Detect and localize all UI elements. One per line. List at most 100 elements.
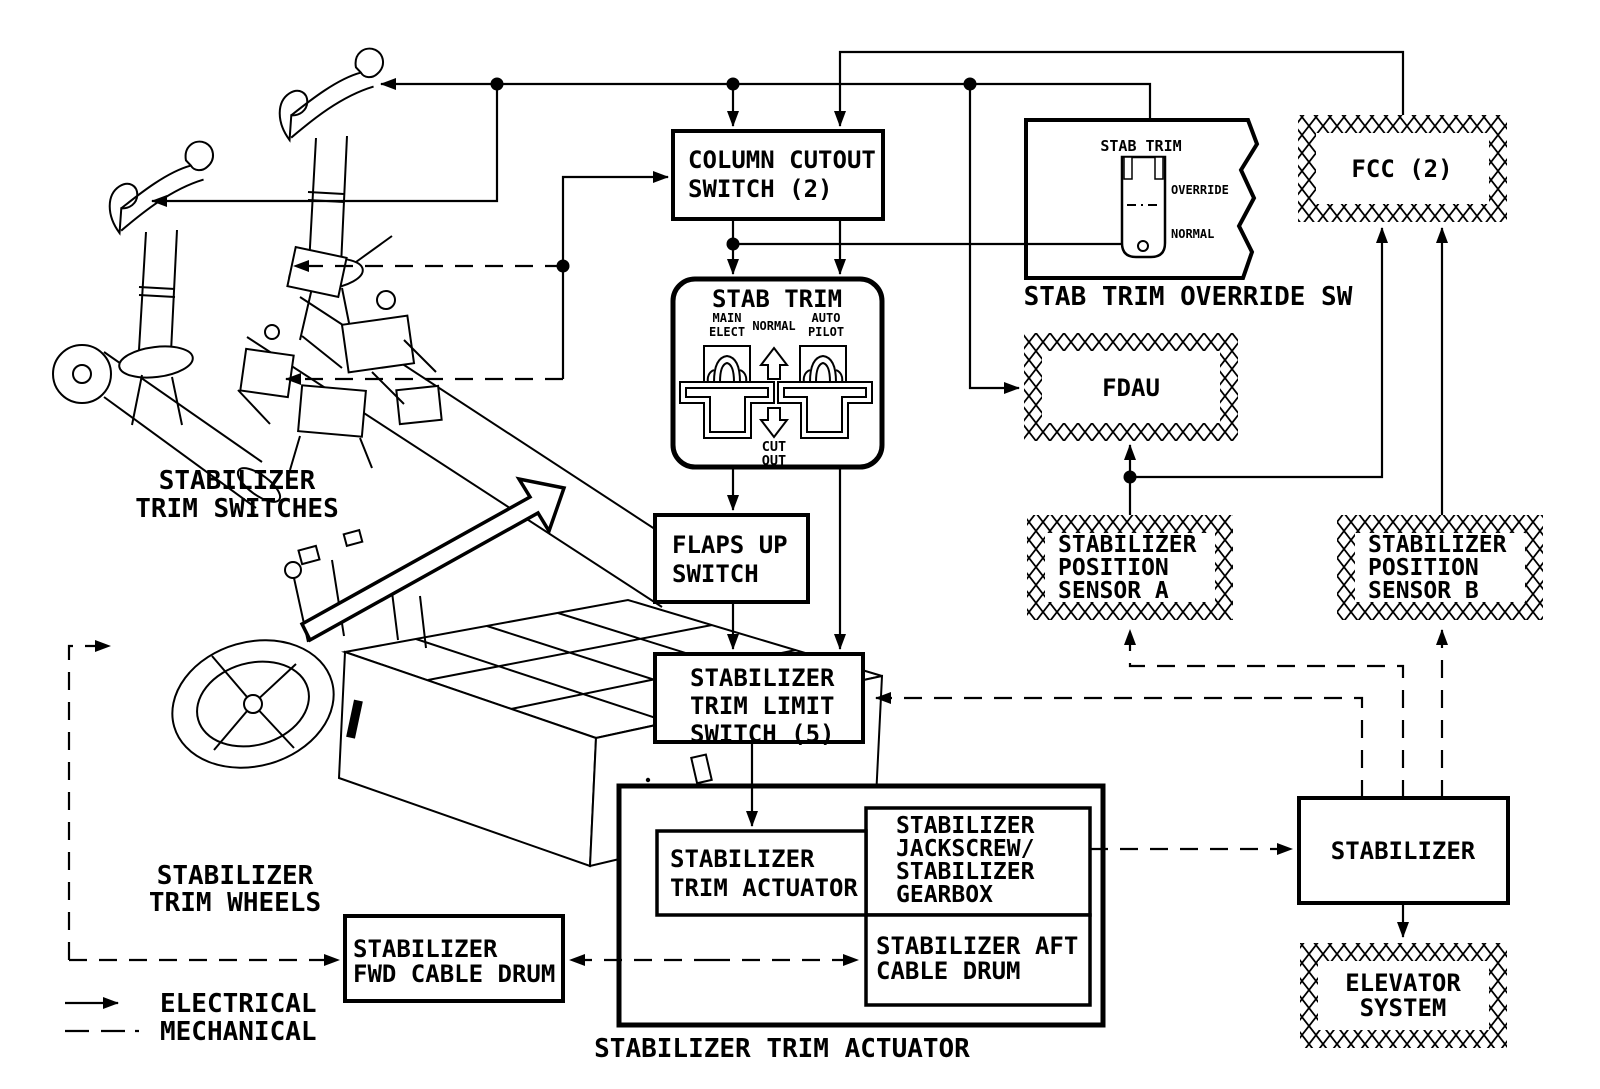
yoke-bar bbox=[120, 164, 192, 210]
gearbox-detail bbox=[645, 777, 651, 783]
main-elect-label: ELECT bbox=[709, 325, 745, 339]
sensor-b-line: SENSOR B bbox=[1368, 578, 1479, 604]
junction-dot bbox=[556, 259, 570, 273]
legend-mechanical-label: MECHANICAL bbox=[160, 1017, 317, 1047]
box-outline bbox=[671, 129, 885, 221]
stab-trim-cutout-panel: STAB TRIM MAIN ELECT NORMAL AUTO PILOT C… bbox=[670, 276, 885, 470]
line-bus-to-fdau bbox=[968, 84, 1020, 394]
fcc-box: FCC (2) bbox=[1298, 115, 1507, 222]
junction-dot bbox=[726, 237, 740, 251]
switch-guard-inner bbox=[783, 387, 867, 433]
column-cutout-line: COLUMN CUTOUT bbox=[688, 146, 876, 174]
box-outline bbox=[343, 914, 565, 1003]
jackscrew-line: GEARBOX bbox=[896, 882, 993, 908]
trim-wheels-caption: STABILIZER bbox=[157, 861, 314, 891]
mechanical-connectors bbox=[67, 260, 1448, 966]
jackscrew-line: STABILIZER bbox=[896, 813, 1035, 839]
elevator-system-box: ELEVATOR SYSTEM bbox=[1300, 943, 1507, 1048]
mechanism-lever bbox=[237, 235, 437, 471]
elevator-line: ELEVATOR bbox=[1345, 969, 1461, 997]
lever-cap bbox=[342, 528, 364, 548]
gearbox-label-strip bbox=[346, 699, 363, 739]
stab-position-sensor-a-box: STABILIZER POSITION SENSOR A bbox=[1027, 515, 1233, 620]
actuator-line: STABILIZER bbox=[670, 845, 815, 873]
stab-trim-actuator-assembly: STABILIZER TRIM ACTUATOR STABILIZER JACK… bbox=[616, 783, 1106, 1028]
switch-guard-inner bbox=[685, 387, 769, 433]
main-elect-label: MAIN bbox=[713, 311, 742, 325]
stabilizer-label: STABILIZER bbox=[1331, 837, 1476, 865]
mechanism-box bbox=[239, 347, 295, 399]
jackscrew-outline bbox=[864, 806, 1092, 917]
main-elect-switch bbox=[703, 345, 751, 383]
box-outline bbox=[653, 513, 810, 604]
cutout-label: CUT bbox=[762, 439, 786, 455]
trim-wheels-caption: TRIM WHEELS bbox=[149, 888, 321, 918]
box-face bbox=[1318, 961, 1489, 1030]
flaps-up-switch-box: FLAPS UP SWITCH bbox=[653, 513, 810, 604]
fwd-cable-drum-box: STABILIZER FWD CABLE DRUM bbox=[343, 914, 565, 1003]
junction-dot bbox=[963, 77, 977, 91]
fdau-label: FDAU bbox=[1102, 374, 1160, 402]
legend: ELECTRICAL MECHANICAL bbox=[65, 989, 317, 1047]
flaps-line: SWITCH bbox=[672, 560, 759, 588]
aft-drum-line: STABILIZER AFT bbox=[876, 932, 1078, 960]
normal-label: NORMAL bbox=[752, 319, 795, 333]
override-sw-caption: STAB TRIM OVERRIDE SW bbox=[1024, 282, 1353, 312]
right-control-wheel bbox=[278, 47, 384, 143]
limit-line: TRIM LIMIT bbox=[690, 692, 835, 720]
stabilizer-to-sensor-a-feedback bbox=[1124, 629, 1405, 798]
box-face bbox=[1042, 351, 1220, 423]
trim-switch-mechanism bbox=[237, 235, 443, 471]
column-strut bbox=[131, 374, 183, 426]
electrical-connectors bbox=[151, 50, 1448, 938]
line-sensor-a-to-fcc bbox=[1130, 227, 1388, 479]
limit-line: STABILIZER bbox=[690, 664, 835, 692]
sensor-a-line: SENSOR A bbox=[1058, 578, 1169, 604]
junction-dots bbox=[490, 77, 1137, 484]
stabilizer-to-limit-feedback bbox=[875, 692, 1364, 798]
trim-wheel-hub bbox=[243, 694, 263, 714]
down-arrow-icon bbox=[758, 407, 790, 439]
override-switch-title: STAB TRIM bbox=[1100, 137, 1181, 155]
stabilizer-box: STABILIZER bbox=[1297, 796, 1510, 905]
mechanism-box bbox=[297, 384, 367, 438]
torque-tube-hub bbox=[72, 364, 92, 384]
toggle-pin bbox=[1137, 240, 1149, 252]
junction-dot bbox=[1123, 470, 1137, 484]
junction-dot bbox=[726, 77, 740, 91]
torque-tube-edge bbox=[103, 396, 257, 509]
yoke-horn bbox=[108, 182, 139, 236]
wheel-levers bbox=[293, 559, 427, 649]
toggle-guard bbox=[1154, 156, 1164, 180]
trim-wheel-spokes bbox=[211, 655, 297, 751]
junction-dot bbox=[490, 77, 504, 91]
yoke-bar bbox=[290, 71, 362, 117]
line-column-to-cutout-switch bbox=[561, 171, 669, 379]
fdau-box: FDAU bbox=[1024, 333, 1238, 441]
elevator-line: SYSTEM bbox=[1360, 994, 1447, 1022]
yoke-bar bbox=[290, 85, 374, 139]
mechanism-box bbox=[286, 245, 348, 299]
box-face bbox=[1316, 133, 1489, 204]
override-position-label: OVERRIDE bbox=[1171, 183, 1229, 197]
box-face bbox=[1045, 533, 1215, 602]
limit-line: SWITCH (5) bbox=[690, 720, 835, 748]
cable-to-trim-wheels bbox=[67, 640, 111, 960]
actuator-inner-outline bbox=[655, 829, 868, 917]
mechanism-pivot bbox=[264, 324, 280, 340]
legend-electrical-label: ELECTRICAL bbox=[160, 989, 317, 1019]
yoke-horn bbox=[278, 89, 309, 143]
actuator-line: TRIM ACTUATOR bbox=[670, 874, 858, 902]
cutout-label: OUT bbox=[762, 453, 786, 469]
flaps-line: FLAPS UP bbox=[672, 531, 788, 559]
lever-knob bbox=[284, 561, 302, 579]
override-switch-panel: STAB TRIM OVERRIDE NORMAL bbox=[1024, 118, 1260, 280]
sensor-a-line: STABILIZER bbox=[1058, 532, 1197, 558]
line-bus-to-left-wheel bbox=[151, 84, 499, 207]
normal-position-label: NORMAL bbox=[1171, 227, 1214, 241]
sensor-b-line: STABILIZER bbox=[1368, 532, 1507, 558]
yoke-horn bbox=[354, 47, 384, 79]
up-arrow-icon bbox=[758, 346, 790, 380]
jackscrew-line: STABILIZER bbox=[896, 859, 1035, 885]
